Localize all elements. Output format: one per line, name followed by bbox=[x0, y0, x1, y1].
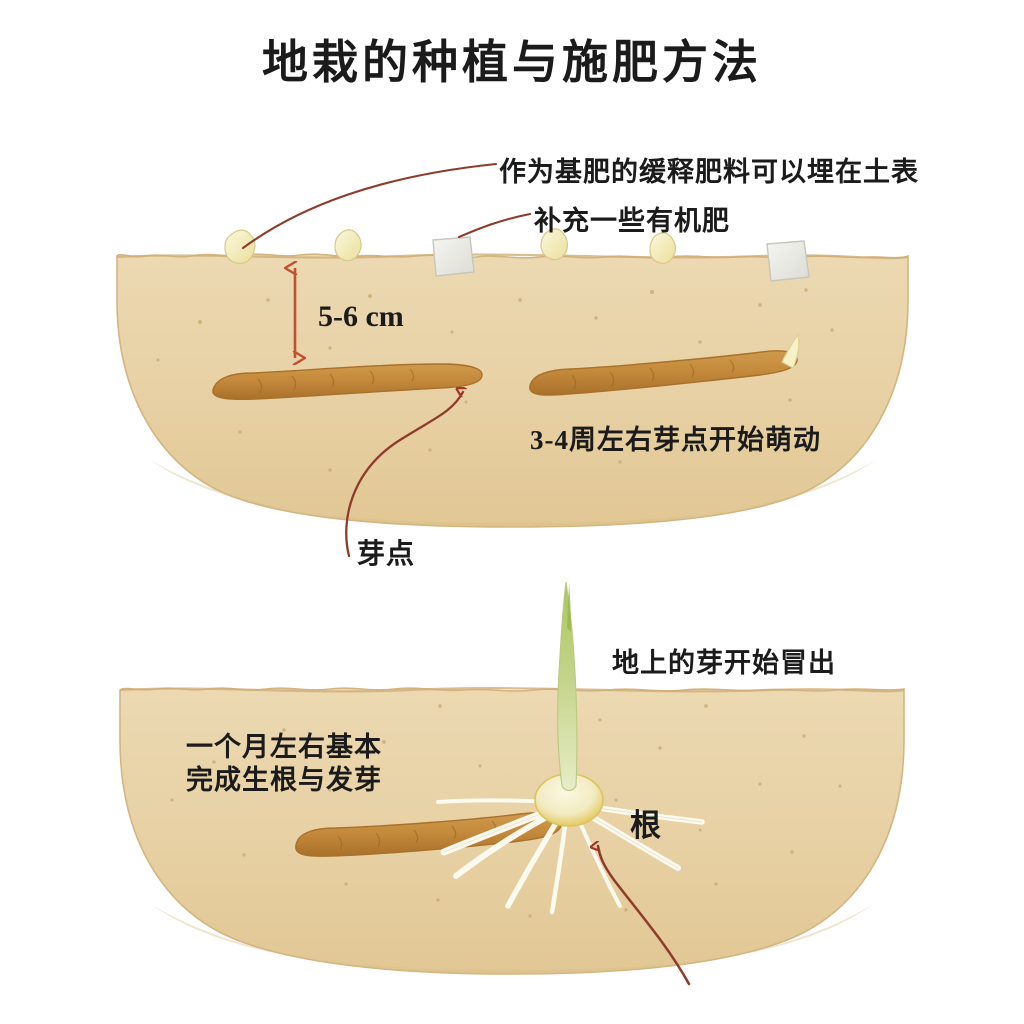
annotation-organic-supplement: 补充一些有机肥 bbox=[534, 206, 730, 236]
curved-arrow-icon-root bbox=[598, 846, 691, 986]
lower-soil-speckles bbox=[170, 704, 842, 918]
annotation-sprout-weeks: 3-4周左右芽点开始萌动 bbox=[530, 425, 821, 455]
rhizome-icon bbox=[212, 363, 483, 400]
label-planting-depth: 5-6 cm bbox=[318, 300, 404, 333]
label-bud-point: 芽点 bbox=[357, 539, 416, 570]
leader-line-base-fertilizer bbox=[241, 162, 498, 250]
annotation-month-progress: 一个月左右基本 完成生根与发芽 bbox=[186, 732, 382, 795]
pellet-icon bbox=[334, 229, 362, 262]
label-root: 根 bbox=[630, 808, 662, 843]
fertilizer-chunk-icon bbox=[766, 240, 810, 282]
curved-arrow-icon-bud-point bbox=[345, 392, 463, 558]
rhizome-icon bbox=[529, 350, 798, 396]
pellet-icon bbox=[540, 228, 569, 261]
sprout-group bbox=[534, 581, 604, 827]
upper-soil-speckles bbox=[156, 288, 834, 472]
sprout-icon bbox=[557, 581, 578, 792]
rhizome-texture bbox=[571, 359, 735, 390]
pellet-icon bbox=[224, 229, 256, 264]
sprout-highlight bbox=[567, 582, 571, 632]
rhizome-right bbox=[529, 333, 800, 396]
fertilizer-chunk-icon bbox=[432, 236, 475, 277]
annotation-base-fertilizer: 作为基肥的缓释肥料可以埋在土表 bbox=[499, 157, 919, 187]
upper-soil-bowl bbox=[116, 253, 909, 528]
rhizome-texture bbox=[257, 368, 415, 394]
page-title: 地栽的种植与施肥方法 bbox=[262, 37, 762, 88]
annotation-shoot-emerging: 地上的芽开始冒出 bbox=[612, 648, 836, 678]
pellet-icon bbox=[649, 232, 677, 264]
rhizome-left bbox=[212, 363, 483, 400]
slow-release-pellets bbox=[224, 228, 677, 264]
rhizome-texture bbox=[337, 820, 497, 851]
bud-tip-icon bbox=[781, 333, 800, 369]
organic-fertilizer-chunks bbox=[432, 236, 810, 282]
annotation-leader-lines bbox=[241, 162, 532, 250]
leader-line-organic bbox=[457, 212, 532, 239]
lower-soil-surface-line bbox=[119, 687, 905, 693]
